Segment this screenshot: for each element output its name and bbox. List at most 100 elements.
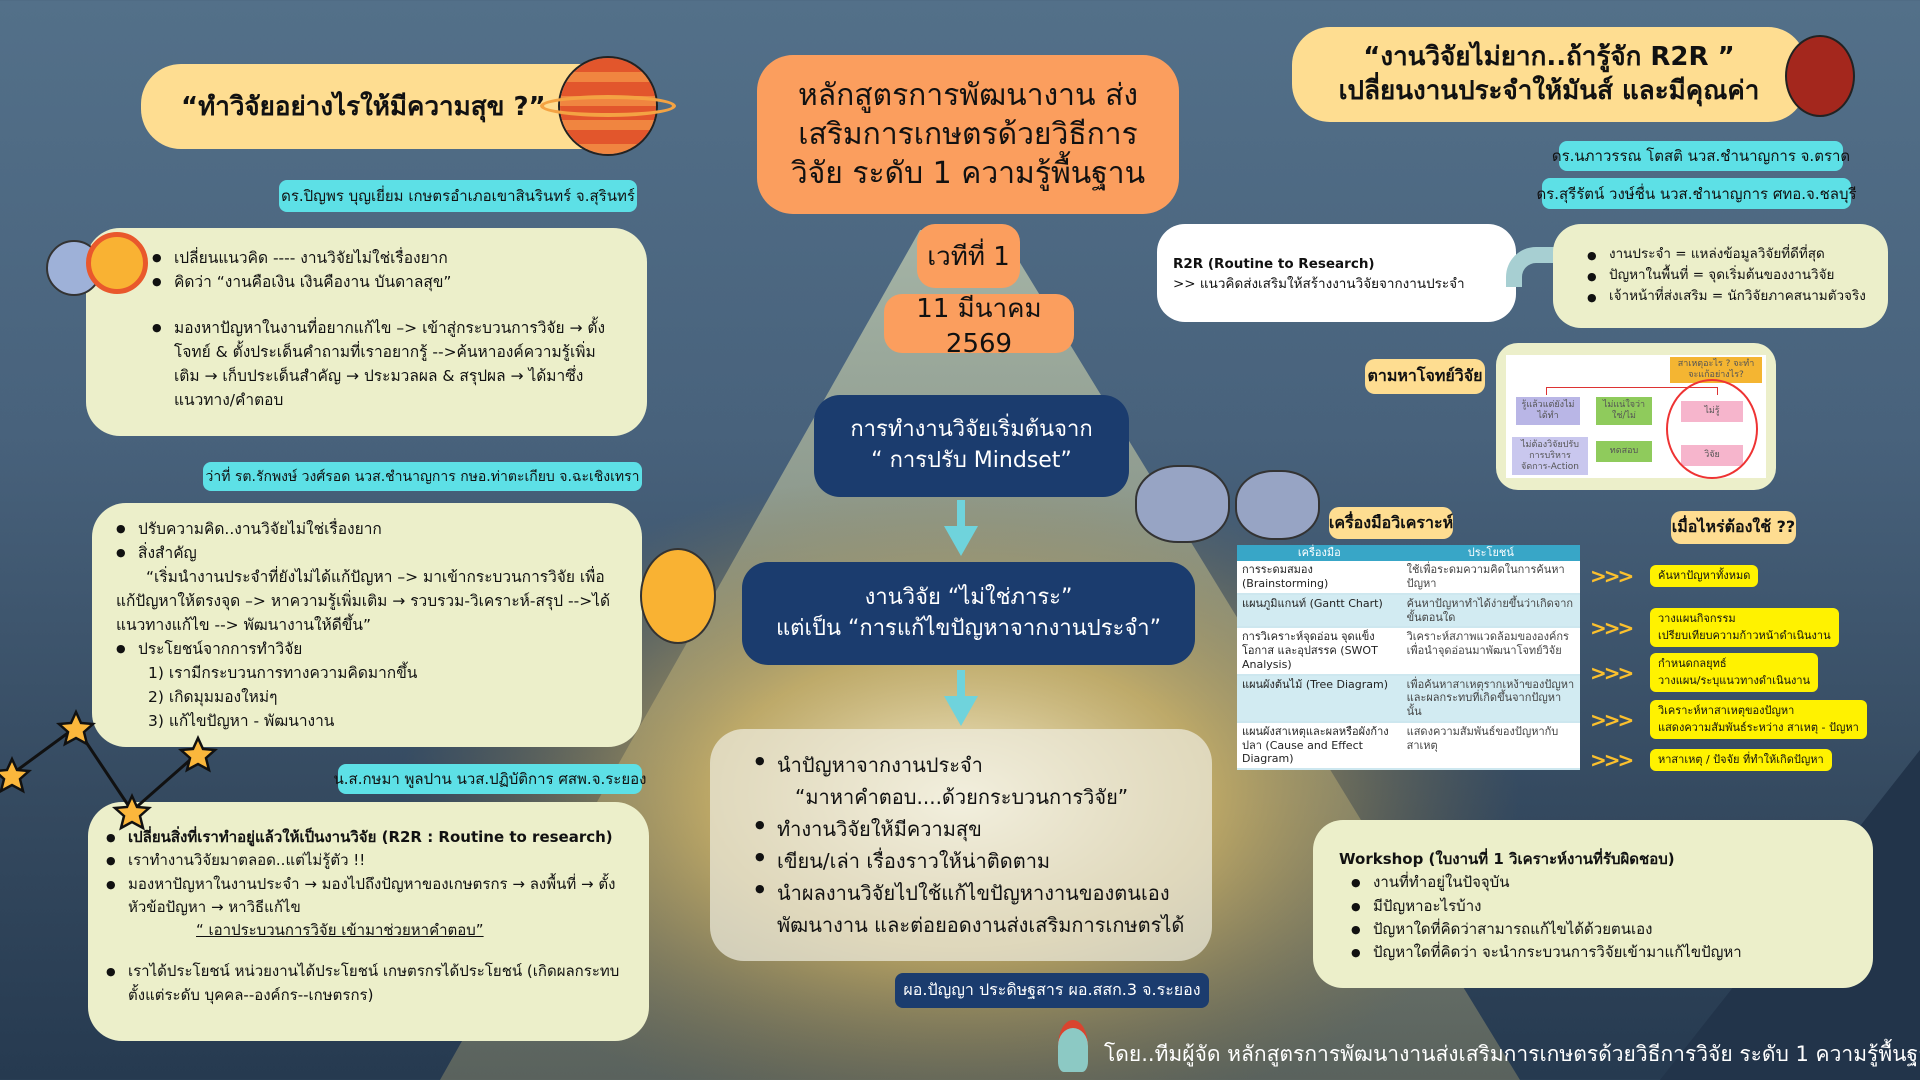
tool-benefit-cell: เพื่อค้นหาสาเหตุรากเหง้าของปัญหา และผลกร…	[1401, 674, 1580, 723]
table-row: แผนภูมิแกนท์ (Gantt Chart)ค้นหาปัญหาทำได…	[1237, 593, 1580, 629]
quote: “มาหาคำตอบ....ด้วยกระบวนการวิจัย”	[795, 785, 1129, 809]
course-title: หลักสูตรการพัฒนางาน ส่งเสริมการเกษตรด้วย…	[757, 55, 1179, 214]
chevron-right-icon: >>>	[1590, 707, 1634, 732]
rocket-icon	[1058, 1020, 1088, 1072]
bullet: นำปัญหาจากงานประจำ	[755, 749, 1192, 781]
left-card-1: เปลี่ยนแนวคิด ---- งานวิจัยไม่ใช่เรื่องย…	[86, 228, 647, 436]
when-to-use-item: วางแผนกิจกรรม	[1658, 612, 1736, 625]
when-to-use-box: วางแผนกิจกรรมเปรียบเทียบความก้าวหน้าดำเน…	[1650, 608, 1839, 647]
left-card-2: ปรับความคิด..งานวิจัยไม่ใช่เรื่องยาก สิ่…	[92, 503, 642, 747]
r2r-title: R2R (Routine to Research)	[1173, 256, 1375, 272]
bullet: มองหาปัญหาในงานประจำ → มองไปถึงปัญหาของเ…	[106, 873, 629, 920]
tool-name-cell: การระดมสมอง (Brainstorming)	[1237, 561, 1402, 595]
when-to-use-box: หาสาเหตุ / ปัจจัย ที่ทำให้เกิดปัญหา	[1650, 748, 1832, 772]
when-to-use-item: หาสาเหตุ / ปัจจัย ที่ทำให้เกิดปัญหา	[1658, 752, 1824, 766]
when-to-use-label: เมื่อไหร่ต้องใช้ ??	[1671, 511, 1796, 544]
flow-top: สาเหตุอะไร ? จะทำ จะแก้อย่างไร?	[1670, 357, 1762, 383]
when-to-use-row: >>> กำหนดกลยุทธ์วางแผน/ระบุแนวทางดำเนินงา…	[1590, 653, 1819, 692]
quote: “ เอาประบวนการวิจัย เข้ามาช่วยหาคำตอบ”	[196, 921, 484, 939]
tools-label: เครื่องมือวิเคราะห์	[1329, 507, 1453, 539]
event-date: 11 มีนาคม 2569	[884, 294, 1074, 359]
when-to-use-item: เปรียบเทียบความก้าวหน้าดำเนินงาน	[1658, 628, 1831, 642]
column-header: เครื่องมือ	[1237, 545, 1402, 562]
bullet: เราทำงานวิจัยมาตลอด..แต่ไม่รู้ตัว !!	[106, 849, 629, 872]
stage-label: เวทีที่ 1	[917, 224, 1020, 288]
bullet: งานประจำ = แหล่งข้อมูลวิจัยที่ดีที่สุด	[1587, 244, 1874, 265]
highlight-circle	[1666, 379, 1758, 479]
bullet: คิดว่า “งานคือเงิน เงินคืองาน บันดาลสุข”	[152, 270, 617, 294]
center-bullets-card: นำปัญหาจากงานประจำ “มาหาคำตอบ....ด้วยกระ…	[710, 729, 1212, 961]
flow-a2: ไม่ต้องวิจัยปรับการบริหารจัดการ-Action	[1512, 437, 1588, 476]
tool-benefit-cell: ใช้เพื่อระดมความคิดในการค้นหาปัญหา	[1401, 561, 1580, 595]
left-title: “ทำวิจัยอย่างไรให้มีความสุข ?”	[141, 64, 637, 149]
sun-character-icon	[86, 232, 148, 294]
bullet: เปลี่ยนแนวคิด ---- งานวิจัยไม่ใช่เรื่องย…	[152, 246, 617, 270]
chevron-right-icon: >>>	[1590, 564, 1634, 588]
table-row: แผนผังสาเหตุและผลหรือผังก้างปลา (Cause a…	[1237, 721, 1580, 771]
table-row: การวิเคราะห์จุดอ่อน จุดแข็ง โอกาส และอุป…	[1237, 627, 1580, 676]
right-title: “งานวิจัยไม่ยาก..ถ้ารู้จัก R2R ” เปลี่ยน…	[1292, 27, 1806, 122]
workshop-card: Workshop (ใบงานที่ 1 วิเคราะห์งานที่รับผ…	[1313, 820, 1873, 988]
chevron-right-icon: >>>	[1590, 660, 1634, 685]
speaker-badge-r2: ดร.สุรีรัตน์ วงษ์ชื่น นวส.ชำนาญการ ศทอ.จ…	[1536, 178, 1857, 209]
bullet: ประโยชน์จากการทำวิจัย	[116, 637, 620, 661]
when-to-use-item: วางแผน/ระบุแนวทางดำเนินงาน	[1658, 673, 1811, 687]
bullet: ทำงานวิจัยให้มีความสุข	[755, 813, 1192, 845]
bullet: เจ้าหน้าที่ส่งเสริม = นักวิจัยภาคสนามตัว…	[1587, 286, 1874, 307]
numbered-item: 3) แก้ไขปัญหา - พัฒนางาน	[148, 712, 335, 731]
tool-benefit-cell: ค้นหาปัญหาทำได้ง่ายขึ้นว่าเกิดจากขั้นตอน…	[1401, 593, 1580, 629]
tool-name-cell: แผนผังต้นไม้ (Tree Diagram)	[1237, 674, 1402, 723]
right-title-line-1: “งานวิจัยไม่ยาก..ถ้ารู้จัก R2R ”	[1363, 41, 1735, 72]
when-to-use-row: >>> วิเคราะห์หาสาเหตุของปัญหาแสดงความสัมพ…	[1590, 700, 1867, 739]
column-header: ประโยชน์	[1401, 545, 1580, 562]
numbered-item: 1) เรามีกระบวนการทางความคิดมากขึ้น	[148, 664, 418, 683]
bullet: เปลี่ยนสิ่งที่เราทำอยู่แล้วให้เป็นงานวิจ…	[106, 826, 629, 849]
when-to-use-item: ค้นหาปัญหาทั้งหมด	[1658, 568, 1751, 582]
bullet: เขียน/เล่า เรื่องราวให้น่าติดตาม	[755, 845, 1192, 877]
when-to-use-row: >>> ค้นหาปัญหาทั้งหมด	[1590, 564, 1759, 588]
quote: “เริ่มนำงานประจำที่ยังไม่ได้แก้ปัญหา –> …	[116, 568, 611, 635]
when-to-use-row: >>>หาสาเหตุ / ปัจจัย ที่ทำให้เกิดปัญหา	[1590, 748, 1832, 772]
r2r-definition-card: R2R (Routine to Research) >> แนวคิดส่งเส…	[1157, 224, 1516, 322]
mindset-box: การทำงานวิจัยเริ่มต้นจาก “ การปรับ Minds…	[814, 395, 1129, 497]
tool-name-cell: แผนผังสาเหตุและผลหรือผังก้างปลา (Cause a…	[1237, 721, 1402, 771]
asteroid-character-icon	[1135, 465, 1230, 543]
not-burden-line-1: งานวิจัย “ไม่ใช่ภาระ”	[864, 584, 1073, 610]
tool-name-cell: แผนภูมิแกนท์ (Gantt Chart)	[1237, 593, 1402, 629]
problem-flow-diagram: สาเหตุอะไร ? จะทำ จะแก้อย่างไร? รู้แล้วแ…	[1496, 343, 1776, 490]
flow-b1: ไม่แน่ใจว่าใช่/ไม่	[1596, 397, 1652, 425]
speaker-badge-3: น.ส.กษมา พูลปาน นวส.ปฏิบัติการ ศสพ.จ.ระย…	[334, 764, 646, 794]
bullet: มีปัญหาอะไรบ้าง	[1351, 895, 1853, 918]
analysis-tools-table: เครื่องมือ ประโยชน์ การระดมสมอง (Brainst…	[1237, 545, 1580, 771]
bullet: ปัญหาใดที่คิดว่าสามารถแก้ไขได้ด้วยตนเอง	[1351, 918, 1853, 941]
red-planet-character-icon	[1785, 35, 1855, 117]
orange-planet-character-icon	[640, 548, 716, 644]
arrow-down-icon	[944, 500, 978, 558]
when-to-use-item: กำหนดกลยุทธ์	[1658, 657, 1727, 670]
when-to-use-box: กำหนดกลยุทธ์วางแผน/ระบุแนวทางดำเนินงาน	[1650, 653, 1819, 692]
tool-benefit-cell: แสดงความสัมพันธ์ของปัญหากับสาเหตุ	[1401, 721, 1580, 771]
bullet: ปรับความคิด..งานวิจัยไม่ใช่เรื่องยาก	[116, 517, 620, 541]
bullet: ปัญหาใดที่คิดว่า จะนำกระบวนการวิจัยเข้าม…	[1351, 941, 1853, 964]
find-problem-label: ตามหาโจทย์วิจัย	[1365, 359, 1485, 394]
not-burden-box: งานวิจัย “ไม่ใช่ภาระ” แต่เป็น “การแก้ไขป…	[742, 562, 1195, 665]
bullet: มองหาปัญหาในงานที่อยากแก้ไข –> เข้าสู่กร…	[152, 316, 617, 412]
when-to-use-item: แสดงความสัมพันธ์ระหว่าง สาเหตุ - ปัญหา	[1658, 720, 1859, 734]
flow-b2: ทดสอบ	[1596, 441, 1652, 462]
right-title-line-2: เปลี่ยนงานประจำให้มันส์ และมีคุณค่า	[1338, 75, 1760, 106]
bullet: เราได้ประโยชน์ หน่วยงานได้ประโยชน์ เกษตร…	[106, 960, 629, 1007]
table-row: การระดมสมอง (Brainstorming)ใช้เพื่อระดมค…	[1237, 561, 1580, 595]
workshop-title: Workshop (ใบงานที่ 1 วิเคราะห์งานที่รับผ…	[1339, 850, 1675, 868]
chevron-right-icon: >>>	[1590, 615, 1634, 640]
r2r-points-card: งานประจำ = แหล่งข้อมูลวิจัยที่ดีที่สุดปั…	[1553, 224, 1888, 328]
star-icon	[0, 755, 33, 794]
bullet: ปัญหาในพื้นที่ = จุดเริ่มต้นของงานวิจัย	[1587, 265, 1874, 286]
planet-ring-icon	[540, 95, 676, 117]
not-burden-line-2: แต่เป็น “การแก้ไขปัญหาจากงานประจำ”	[776, 615, 1161, 641]
when-to-use-item: วิเคราะห์หาสาเหตุของปัญหา	[1658, 704, 1795, 717]
footer-credit: โดย..ทีมผู้จัด หลักสูตรการพัฒนางานส่งเสร…	[1104, 1042, 1920, 1066]
arrow-down-icon	[944, 670, 978, 728]
bullet: นำผลงานวิจัยไปใช้แก้ไขปัญหางานของตนเอง พ…	[755, 877, 1192, 941]
speaker-badge-r1: ดร.นภาวรรณ โตสติ นวส.ชำนาญการ จ.ตราด	[1552, 141, 1850, 171]
asteroid-character-icon	[1235, 470, 1320, 540]
